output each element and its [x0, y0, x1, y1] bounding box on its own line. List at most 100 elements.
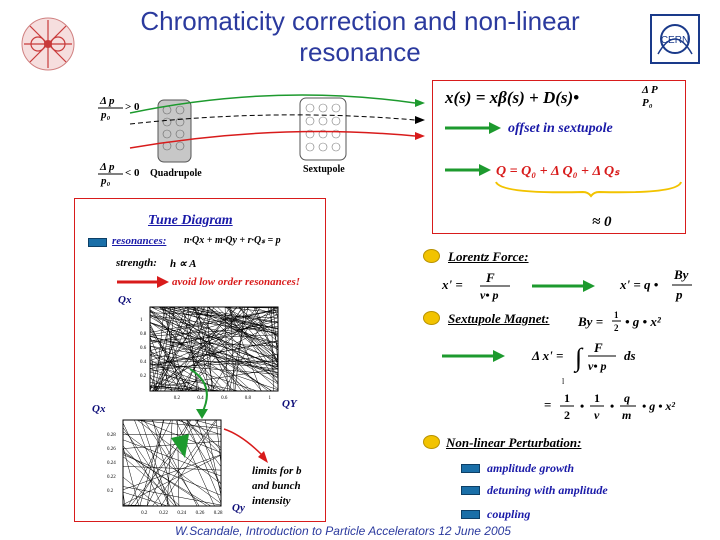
resonance-line [175, 419, 215, 507]
resonances-label: resonances: [112, 235, 167, 247]
resonance-line [194, 419, 222, 451]
resonance-line [239, 306, 279, 351]
chromaticity-formula: Q = Q₀ + Δ Q₀ + Δ Qₛ [496, 164, 620, 179]
resonance-line [149, 309, 279, 333]
resonance-line [149, 309, 279, 385]
resonance-line [184, 306, 279, 390]
dispersion-formula-box [432, 80, 686, 234]
resonance-line [149, 309, 279, 336]
resonance-line [162, 306, 269, 392]
resonance-line [122, 422, 163, 507]
axis-tick-label: 0.24 [177, 511, 186, 516]
resonance-line [122, 491, 168, 507]
svg-text:p₀: p₀ [100, 109, 111, 121]
resonance-line [122, 439, 222, 477]
title-line-2: resonance [299, 37, 421, 67]
resonance-line [186, 419, 222, 503]
kick-formulas: Δ x' = ∫ F v• p ds l = 1 2 • 1 v • q m •… [442, 340, 675, 422]
resonance-line [139, 419, 165, 507]
resonance-line [224, 306, 279, 337]
resonance-line [122, 454, 222, 496]
tune-diagram-box [74, 198, 326, 522]
resonance-line [140, 419, 170, 507]
resonance-line [149, 382, 220, 392]
lorentz-formulas: x' = F v• p x' = q • By p [441, 267, 692, 302]
axis-tick-label: 0.6 [221, 396, 228, 401]
resonance-line [122, 476, 159, 507]
svg-text:• g • x²: • g • x² [625, 314, 662, 329]
sextupole-magnet [299, 97, 347, 161]
resonance-line [196, 306, 279, 336]
resonance-line [137, 419, 222, 485]
svg-text:Δ p: Δ p [99, 95, 115, 107]
slide-title: Chromaticity correction and non-linear r… [120, 6, 600, 68]
resonance-line [176, 306, 244, 392]
resonance-line [149, 336, 173, 392]
axis-tick-label: 0.2 [140, 374, 147, 379]
resonance-line [186, 419, 222, 455]
axis-tick-label: 0.4 [140, 360, 147, 365]
orbit-formula: x(s) = xβ(s) + D(s)• [445, 88, 580, 107]
avoid-resonances-text: avoid low order resonances! [172, 276, 301, 288]
resonance-line [158, 306, 252, 392]
svg-text:v• p: v• p [588, 359, 607, 373]
effect-bullet-icon [461, 510, 480, 519]
resonance-line [149, 354, 279, 370]
resonance-line [149, 368, 279, 389]
axis-tick-label: 0.22 [107, 475, 116, 480]
axis-tick-label: 0.28 [214, 511, 223, 516]
tune-diagram-title: Tune Diagram [148, 213, 233, 228]
brace-icon [495, 181, 682, 198]
sextupole-field-formula: By = 1 2 • g • x² [577, 310, 662, 333]
resonance-line [204, 419, 222, 496]
axis-tick-label: 0.6 [140, 346, 147, 351]
resonance-line [122, 431, 222, 504]
svg-text:∫: ∫ [573, 343, 584, 373]
resonance-line [149, 309, 221, 392]
resonance-line [149, 349, 182, 392]
tune-resonance-plot-zoom: 0.20.20.220.220.240.240.260.260.280.28 [107, 419, 223, 516]
resonance-line [158, 306, 279, 379]
resonance-line [255, 306, 279, 364]
avoid-arrow-icon [117, 276, 169, 288]
svg-text:1: 1 [594, 391, 600, 405]
tune-resonance-plot-full: 0.20.20.40.40.60.60.80.811 [140, 306, 279, 401]
resonance-line [217, 306, 279, 367]
svg-text:• g • x²: • g • x² [642, 399, 675, 413]
resonance-line [149, 360, 279, 363]
resonance-line [149, 350, 220, 392]
axis-tick-label: 0.8 [140, 332, 147, 337]
resonance-line [122, 427, 178, 507]
q-arrow-icon [445, 164, 491, 176]
axis-tick-label: 0.28 [107, 433, 116, 438]
svg-text:p₀: p₀ [100, 175, 111, 187]
qx-axis-top: Qx [118, 294, 132, 306]
svg-text:2: 2 [564, 408, 570, 422]
resonance-line [182, 306, 200, 392]
svg-text:v: v [594, 408, 600, 422]
resonance-line [122, 452, 212, 507]
resonance-line [170, 306, 279, 333]
svg-text:Δ p: Δ p [99, 161, 115, 173]
offset-label: offset in sextupole [508, 121, 613, 136]
resonance-line [156, 306, 186, 392]
resonance-line [149, 345, 279, 368]
svg-text:=: = [544, 397, 551, 412]
axis-tick-label: 0.8 [245, 396, 252, 401]
qy-axis-bottom: Qy [232, 502, 245, 514]
nonlinear-bullet-icon [423, 435, 440, 449]
axis-tick-label: 0.2 [107, 489, 114, 494]
svg-text:•: • [580, 399, 584, 413]
svg-text:x' =: x' = [441, 277, 463, 292]
svg-text:q: q [624, 391, 630, 405]
resonance-line [149, 321, 279, 388]
approx-zero: ≈ 0 [592, 214, 612, 230]
svg-text:F: F [485, 270, 495, 285]
resonance-line [194, 306, 210, 392]
quadrupole-label: Quadrupole [150, 168, 202, 179]
axis-tick-label: 0.24 [107, 461, 116, 466]
resonance-line [150, 306, 279, 370]
svg-text:x' = q •: x' = q • [619, 277, 659, 292]
resonance-line [162, 306, 186, 392]
